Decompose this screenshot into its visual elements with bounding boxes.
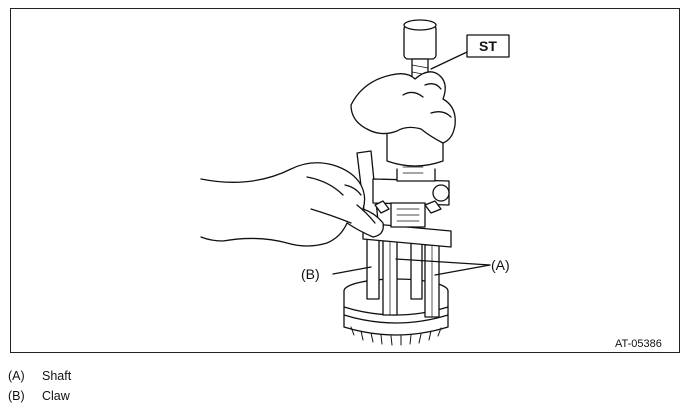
figure-frame: ST (A) (B) AT-05386: [10, 8, 680, 353]
legend-key: (B): [8, 389, 25, 403]
shaft-a: [382, 240, 440, 318]
callout-a-label: (A): [491, 257, 510, 273]
lower-hand: [200, 162, 384, 247]
puller-illustration: ST (A) (B) AT-05386: [200, 19, 662, 350]
legend: (A) Shaft (B) Claw: [8, 366, 71, 406]
puller-plate: [362, 178, 452, 248]
legend-item: (A) Shaft: [8, 366, 71, 386]
legend-text: Shaft: [42, 369, 72, 383]
tool-label: ST: [479, 38, 497, 54]
st-tag: [466, 34, 510, 58]
figure-id: AT-05386: [615, 338, 662, 350]
leader-lines: [332, 51, 491, 276]
legend-text: Claw: [42, 389, 70, 403]
legend-key: (A): [8, 369, 25, 383]
callout-b-label: (B): [301, 266, 320, 282]
upper-hand: [350, 71, 456, 144]
legend-item: (B) Claw: [8, 386, 71, 406]
